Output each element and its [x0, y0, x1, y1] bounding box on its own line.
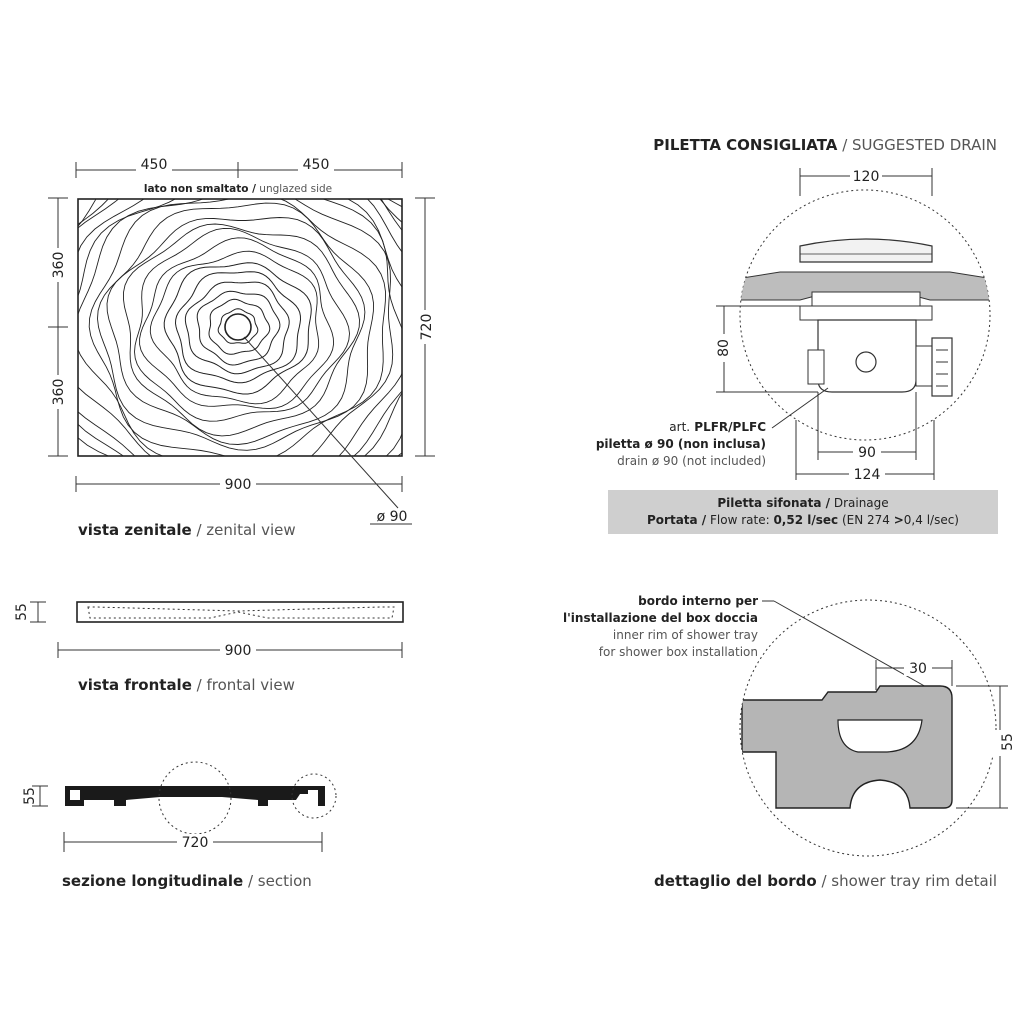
unglazed-side-label: lato non smaltato / unglazed side: [144, 183, 332, 195]
drain-article-label: art. PLFR/PLFC: [669, 420, 766, 434]
contour-ring: [196, 290, 281, 366]
front-view-caption: vista frontale / frontal view: [78, 676, 295, 694]
drain-dim-height: 80: [716, 339, 732, 357]
rim-note-en-2: for shower box installation: [599, 645, 758, 659]
contour-ring: [88, 199, 386, 456]
contour-ring: [106, 217, 366, 445]
dim-top-right: 450: [303, 157, 330, 173]
contour-ring: [123, 223, 360, 437]
top-view: 450 450 lato non smaltato / unglazed sid…: [48, 156, 435, 539]
contour-ring: [139, 237, 335, 410]
section-dim-width: 720: [182, 835, 209, 851]
section-profile: [65, 786, 325, 806]
drainage-info-box: [608, 490, 998, 534]
front-dim-height: 55: [14, 603, 30, 621]
drain-dim-inner: 90: [858, 445, 876, 461]
contour-ring: [174, 271, 302, 384]
contour-ring: [184, 281, 290, 375]
front-view: 55 900 vista frontale / frontal view: [14, 601, 404, 694]
rim-note-en-1: inner rim of shower tray: [613, 628, 758, 642]
front-dim-width: 900: [225, 643, 252, 659]
contour-ring: [134, 227, 350, 422]
section-view: 55 720 sezione longitudinale / section: [22, 761, 337, 890]
dim-bottom: 900: [225, 477, 252, 493]
rim-caption: dettaglio del bordo / shower tray rim de…: [654, 872, 997, 890]
contour-ring: [208, 298, 271, 355]
rim-detail: bordo interno per l'installazione del bo…: [563, 594, 1016, 890]
dim-left-top: 360: [51, 252, 67, 279]
drain-italian-label: piletta ø 90 (non inclusa): [596, 437, 766, 451]
dim-left-bottom: 360: [51, 379, 67, 406]
section-view-caption: sezione longitudinale / section: [62, 872, 312, 890]
suggested-drain: PILETTA CONSIGLIATA / SUGGESTED DRAIN 12…: [596, 136, 998, 534]
drainage-line-1: Piletta sifonata / Drainage: [717, 496, 888, 510]
top-view-caption: vista zenitale / zenital view: [78, 521, 296, 539]
drain-dim-outer: 124: [854, 467, 881, 483]
dim-right: 720: [419, 314, 435, 341]
rim-dim-width: 30: [909, 661, 927, 677]
drain-dim-top: 120: [853, 169, 880, 185]
drain-title: PILETTA CONSIGLIATA / SUGGESTED DRAIN: [653, 136, 997, 154]
section-dim-height: 55: [22, 787, 38, 805]
contour-pattern: [78, 199, 402, 456]
contour-ring: [217, 308, 259, 344]
dim-top-left: 450: [141, 157, 168, 173]
drain-diameter-label: ø 90: [377, 509, 408, 525]
rim-note-it-1: bordo interno per: [638, 594, 758, 608]
contour-ring: [149, 250, 320, 405]
contour-ring: [163, 262, 312, 395]
contour-ring: [78, 199, 394, 456]
drainage-line-2: Portata / Flow rate: 0,52 l/sec (EN 274 …: [647, 513, 959, 527]
drain-hole: [224, 313, 252, 341]
rim-note-it-2: l'installazione del box doccia: [563, 611, 758, 625]
rim-dim-height: 55: [1000, 733, 1016, 751]
drain-drawing: [740, 238, 990, 397]
drain-english-label: drain ø 90 (not included): [617, 454, 766, 468]
